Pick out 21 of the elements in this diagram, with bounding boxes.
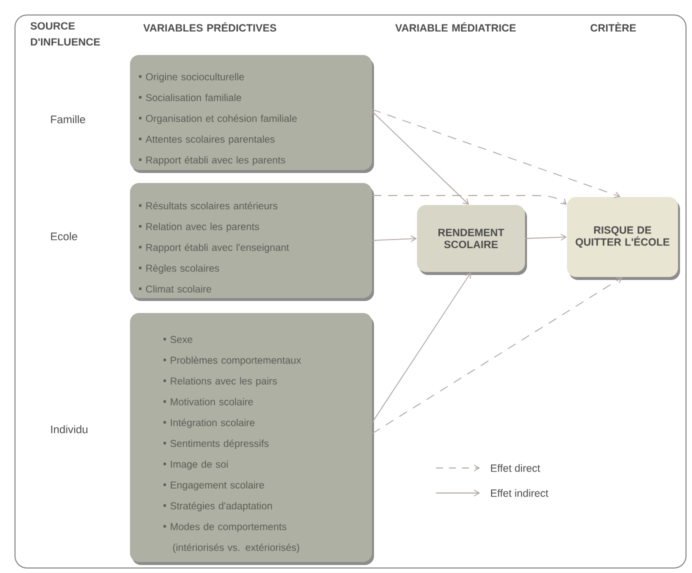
column-header: SOURCE D'INFLUENCE bbox=[30, 22, 100, 46]
column-header: VARIABLES PRÉDICTIVES bbox=[143, 22, 276, 32]
variable-list-box: Résultats scolaires antérieurs Relation avec les parents Rapport établi avec l'enseignant Règles scolaires Climat scolaire bbox=[130, 183, 374, 301]
arrow bbox=[372, 235, 417, 242]
arrow bbox=[524, 234, 567, 241]
criterion-box: RISQUE DE QUITTER L'ÉCOLE bbox=[567, 197, 680, 280]
variable-list-box: Sexe Problèmes comportementaux Relations avec les pairs Motivation scolaire Intégration scolaire Sentiments dépressifs Image de soi Engagement scolaire Stratégies d'adaptation Modes de comportements (intériorisés vs. extériorisés) bbox=[130, 313, 374, 565]
arrow bbox=[372, 272, 472, 423]
arrow bbox=[372, 111, 469, 205]
row-label: Individu bbox=[51, 425, 88, 434]
legend-text: Effet indirect bbox=[491, 489, 548, 497]
arrow bbox=[372, 109, 621, 198]
row-label: Famille bbox=[51, 115, 86, 124]
arrow bbox=[372, 195, 567, 205]
arrow bbox=[372, 277, 622, 434]
legend-text: Effet direct bbox=[491, 464, 540, 472]
column-header: VARIABLE MÉDIATRICE bbox=[395, 22, 516, 32]
column-header: CRITÈRE bbox=[590, 22, 636, 32]
variable-list-box: Origine socioculturelle Socialisation familiale Organisation et cohésion familiale Attentes scolaires parentales Rapport établi avec les parents bbox=[130, 55, 374, 173]
mediator-box: RENDEMENT SCOLAIRE bbox=[417, 205, 527, 275]
row-label: Ecole bbox=[51, 232, 78, 240]
